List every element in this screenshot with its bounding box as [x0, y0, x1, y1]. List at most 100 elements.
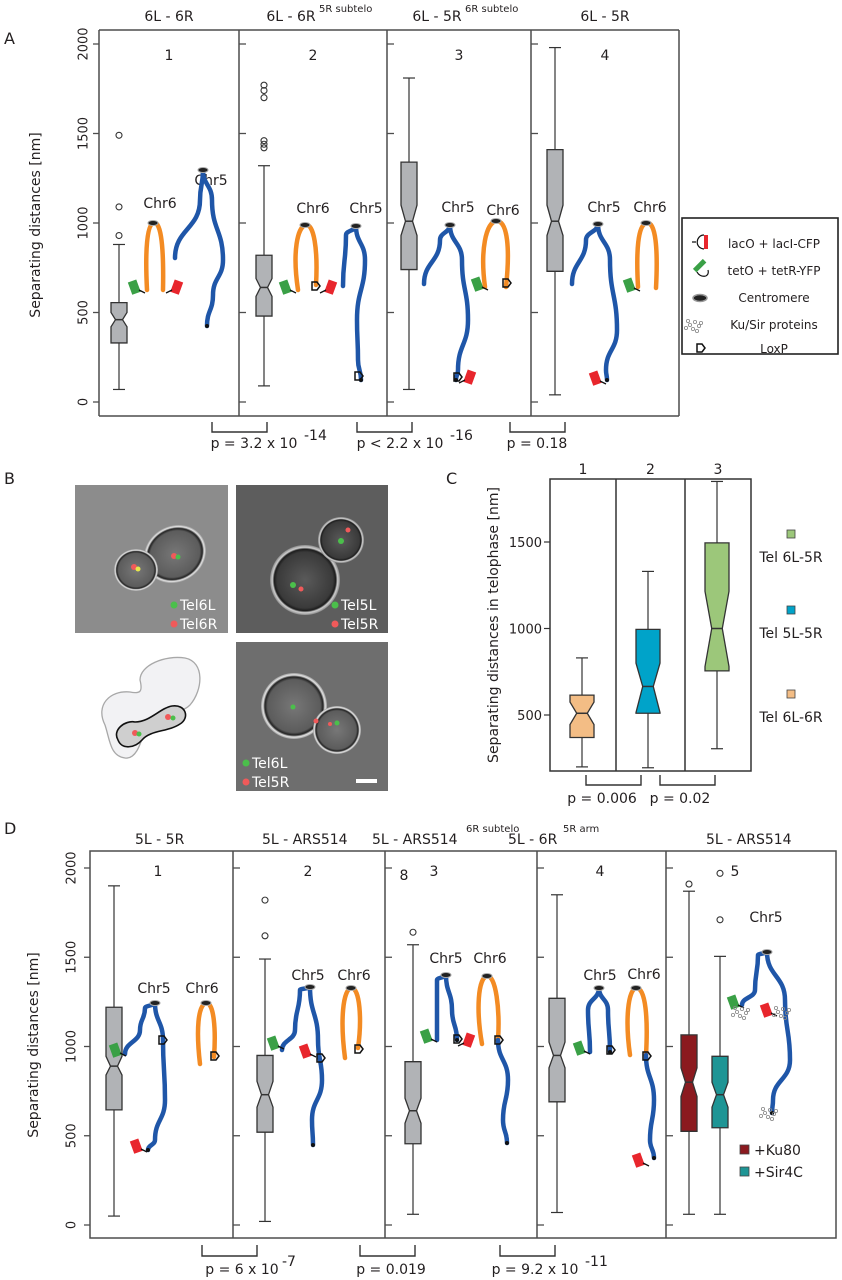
box-a-2-outlier	[260, 94, 268, 102]
loxp-icon	[354, 371, 364, 381]
box-a-2-outlier	[260, 140, 268, 148]
ku-sir-protein-icon	[744, 1011, 749, 1016]
ku-sir-protein-icon	[781, 1007, 786, 1012]
chr6-arm	[635, 220, 659, 291]
teto-tag-icon-stem	[277, 1045, 285, 1050]
box-d-5-2-outlier	[716, 869, 724, 877]
legend-swatch	[786, 605, 796, 615]
loxp-icon	[158, 1035, 168, 1045]
teto-tag-icon-stem	[481, 286, 489, 291]
box-d-5-1-outlier	[685, 880, 693, 888]
plot-frame	[549, 478, 752, 772]
ku-sir-protein-icon	[772, 1013, 777, 1018]
loxp-icon	[354, 1044, 364, 1054]
y-tick-label: 1000	[77, 206, 92, 239]
legend-label: LoxP	[760, 342, 788, 356]
ku-sir-proteins-icon	[688, 322, 693, 327]
p-value-exponent: -16	[450, 428, 473, 444]
legend-label: Centromere	[738, 291, 809, 305]
p-value: p = 9.2 x 10	[492, 1262, 579, 1278]
micrograph-label: Tel5R	[251, 775, 290, 791]
yeast-cell	[313, 706, 361, 754]
teto-array-icon	[696, 269, 709, 277]
laco-tag-icon-stem	[165, 289, 173, 294]
p-value: p = 0.18	[507, 436, 568, 452]
chr-label: Chr6	[296, 201, 329, 217]
chr5-arm	[585, 987, 613, 1055]
chr6-arm	[625, 985, 649, 1058]
label-dot-icon	[331, 620, 339, 628]
ku-sir-proteins-icon	[684, 325, 689, 330]
centromere-icon	[197, 167, 209, 173]
telomere-end-icon	[455, 1038, 459, 1042]
laco-tag-icon-stem	[770, 1012, 778, 1017]
centromere-icon	[147, 220, 159, 226]
chr-label: Chr5	[583, 968, 616, 984]
group-number: 4	[601, 48, 610, 64]
chr-label: Chr6	[337, 968, 370, 984]
y-tick-label: 500	[77, 300, 92, 325]
teto-tag-icon	[470, 276, 484, 292]
green-focus	[334, 720, 340, 726]
centromere-icon	[299, 222, 311, 228]
group-label: 6L - 5R	[412, 9, 462, 25]
chr6-arm	[480, 218, 511, 290]
group-label: 5L - ARS514	[706, 832, 792, 848]
y-tick-label: 0	[65, 1221, 80, 1229]
box-a-2-outlier	[260, 137, 268, 145]
chr-label: Chr5	[291, 968, 324, 984]
y-axis-label: Separating distances [nm]	[26, 952, 42, 1137]
group-label: 5L - 6R	[508, 832, 558, 848]
centromere-icon	[640, 220, 652, 226]
loxp-icon	[311, 281, 321, 291]
y-tick-label: 1500	[65, 941, 80, 974]
legend-label: Tel 5L-5R	[758, 626, 823, 642]
loxp-icon	[453, 1034, 463, 1044]
centromere-icon	[440, 972, 452, 978]
telomere-end-icon	[770, 1111, 774, 1115]
group-label-superscript: 5R arm	[563, 824, 599, 835]
telomere-end-icon	[505, 1141, 509, 1145]
panel-letter-a: A	[4, 29, 15, 48]
laco-tag-icon-stem	[140, 1148, 148, 1153]
laco-tag-icon	[463, 369, 477, 385]
y-tick-label: 1000	[65, 1030, 80, 1063]
y-tick-label: 1500	[77, 117, 92, 150]
laco-tag-icon	[462, 1032, 476, 1048]
laco-array-icon	[692, 234, 705, 250]
chr6-arm	[340, 985, 363, 1061]
teto-tag-icon-stem	[289, 289, 297, 294]
group-label: 6L - 6R	[266, 9, 316, 25]
y-axis-label: Separating distances in telophase [nm]	[486, 487, 502, 763]
panel-letter-d: D	[4, 819, 16, 838]
p-value: p = 0.02	[650, 791, 711, 807]
teto-tag-icon	[622, 277, 636, 293]
chr-label: Chr6	[486, 203, 519, 219]
legend-label: Tel 6L-6R	[758, 710, 823, 726]
dividing-cell-schematic	[101, 656, 201, 759]
micrograph-label: Tel5R	[340, 617, 379, 633]
chr5-arm	[739, 949, 793, 1116]
y-tick-label: 2000	[65, 851, 80, 884]
chr-label: Chr5	[349, 201, 382, 217]
box-a-2-outlier	[260, 86, 268, 95]
ku-sir-protein-icon	[779, 1014, 784, 1019]
group-number: 1	[154, 864, 163, 880]
centromere-icon	[444, 222, 456, 228]
ku-sir-protein-icon	[768, 1108, 773, 1113]
red-focus	[131, 564, 137, 570]
ku-sir-proteins-icon	[699, 320, 704, 325]
red-focus	[313, 718, 319, 724]
group-number: 4	[596, 864, 605, 880]
laco-tag-icon	[759, 1002, 773, 1018]
green-focus	[175, 554, 181, 560]
centromere-icon	[200, 1000, 212, 1006]
box-c-1-box	[569, 694, 595, 739]
chr5-arm	[122, 1001, 168, 1153]
telomere-end-icon	[146, 1148, 150, 1152]
comparison-bracket	[499, 1245, 556, 1257]
box-d-1-1-box	[105, 1006, 123, 1111]
chr5-arm	[421, 224, 471, 383]
group-label: 5L - ARS514	[372, 832, 458, 848]
box-a-4-box	[546, 148, 564, 272]
